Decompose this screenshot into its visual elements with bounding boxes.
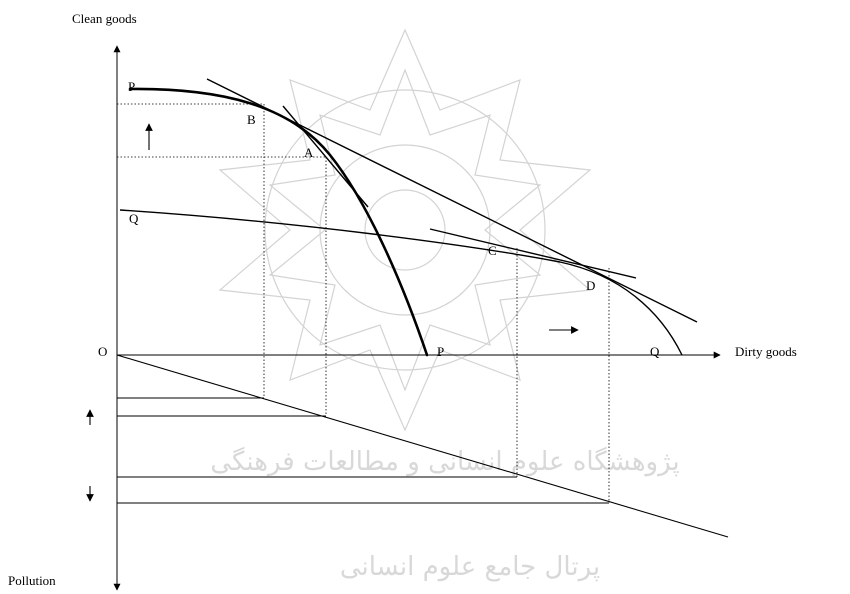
tangent-line-c <box>429 228 637 279</box>
point-label-p-bottom: P <box>437 344 444 359</box>
y-axis-label-pollution: Pollution <box>8 573 56 588</box>
tangent-line-a <box>282 105 369 208</box>
pollution-ray <box>116 354 729 538</box>
origin-label: O <box>98 344 107 359</box>
ppf-p-curve <box>128 87 429 357</box>
y-axis-label-clean-goods: Clean goods <box>72 11 137 26</box>
watermark-emblem: پژوهشگاه علوم انسانی و مطالعات فرهنگی پر… <box>210 28 680 582</box>
point-label-c: C <box>488 243 497 258</box>
point-label-q-bottom: Q <box>650 344 660 359</box>
watermark-line1: پژوهشگاه علوم انسانی و مطالعات فرهنگی <box>210 446 679 477</box>
point-label-d: D <box>586 278 595 293</box>
watermark-line2: پرتال جامع علوم انسانی <box>340 552 600 582</box>
point-label-p-top: P <box>128 79 135 94</box>
point-label-b: B <box>247 112 256 127</box>
x-axis-label-dirty-goods: Dirty goods <box>735 344 797 359</box>
point-label-a: A <box>304 145 314 160</box>
ppf-q-curve <box>119 209 683 356</box>
point-label-q-left: Q <box>129 211 139 226</box>
price-line-long <box>206 78 698 323</box>
